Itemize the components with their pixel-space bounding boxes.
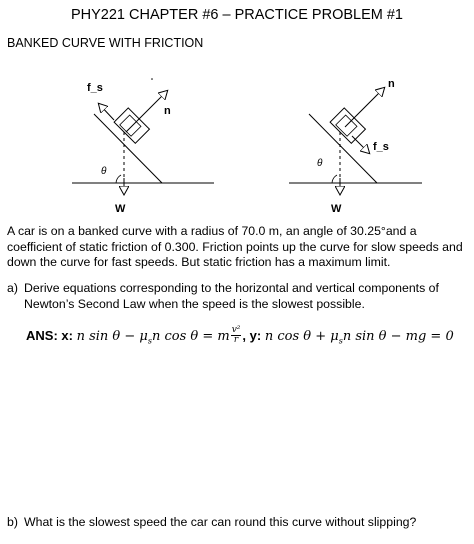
friction-arrow <box>99 104 115 121</box>
x-equation-mid: n cos θ = m <box>151 328 230 344</box>
mu-subscript: s <box>147 336 152 346</box>
weight-label: W <box>331 203 342 215</box>
section-heading: BANKED CURVE WITH FRICTION <box>7 36 204 50</box>
part-a-label: a) <box>7 281 18 295</box>
part-b-label: b) <box>7 515 18 529</box>
fraction-numerator: v² <box>230 325 242 336</box>
friction-label: f_s <box>373 141 389 153</box>
angle-label: θ <box>317 158 323 169</box>
answer-separator: , <box>242 327 247 343</box>
mu-subscript: s <box>338 336 343 346</box>
free-body-diagrams: f_s n θ W n f_s θ W <box>72 78 422 215</box>
normal-label: n <box>164 105 171 117</box>
normal-arrow <box>125 91 167 133</box>
fraction-denominator: r <box>233 335 239 345</box>
car-block <box>329 107 367 145</box>
normal-arrow <box>344 88 384 128</box>
problem-statement: A car is on a banked curve with a radius… <box>7 224 463 270</box>
part-b-question: What is the slowest speed the car can ro… <box>24 515 417 529</box>
page-title: PHY221 CHAPTER #6 – PRACTICE PROBLEM #1 <box>70 7 403 23</box>
normal-label: n <box>388 78 395 90</box>
diagram-right: n f_s θ W <box>289 78 422 215</box>
angle-label: θ <box>101 166 107 177</box>
diagram-left: f_s n θ W <box>72 78 214 215</box>
y-equation-left: n cos θ + μ <box>264 328 339 344</box>
x-equation-left: n sin θ − μ <box>76 328 148 344</box>
y-equation-right: n sin θ − mg = 0 <box>342 328 454 344</box>
friction-label: f_s <box>87 82 103 94</box>
weight-label: W <box>115 203 126 215</box>
friction-arrow <box>351 135 369 153</box>
answer-prefix: ANS: <box>26 327 58 343</box>
x-label: x: <box>61 327 73 343</box>
part-a-question: Derive equations corresponding to the ho… <box>24 281 439 311</box>
y-label: y: <box>249 327 262 343</box>
